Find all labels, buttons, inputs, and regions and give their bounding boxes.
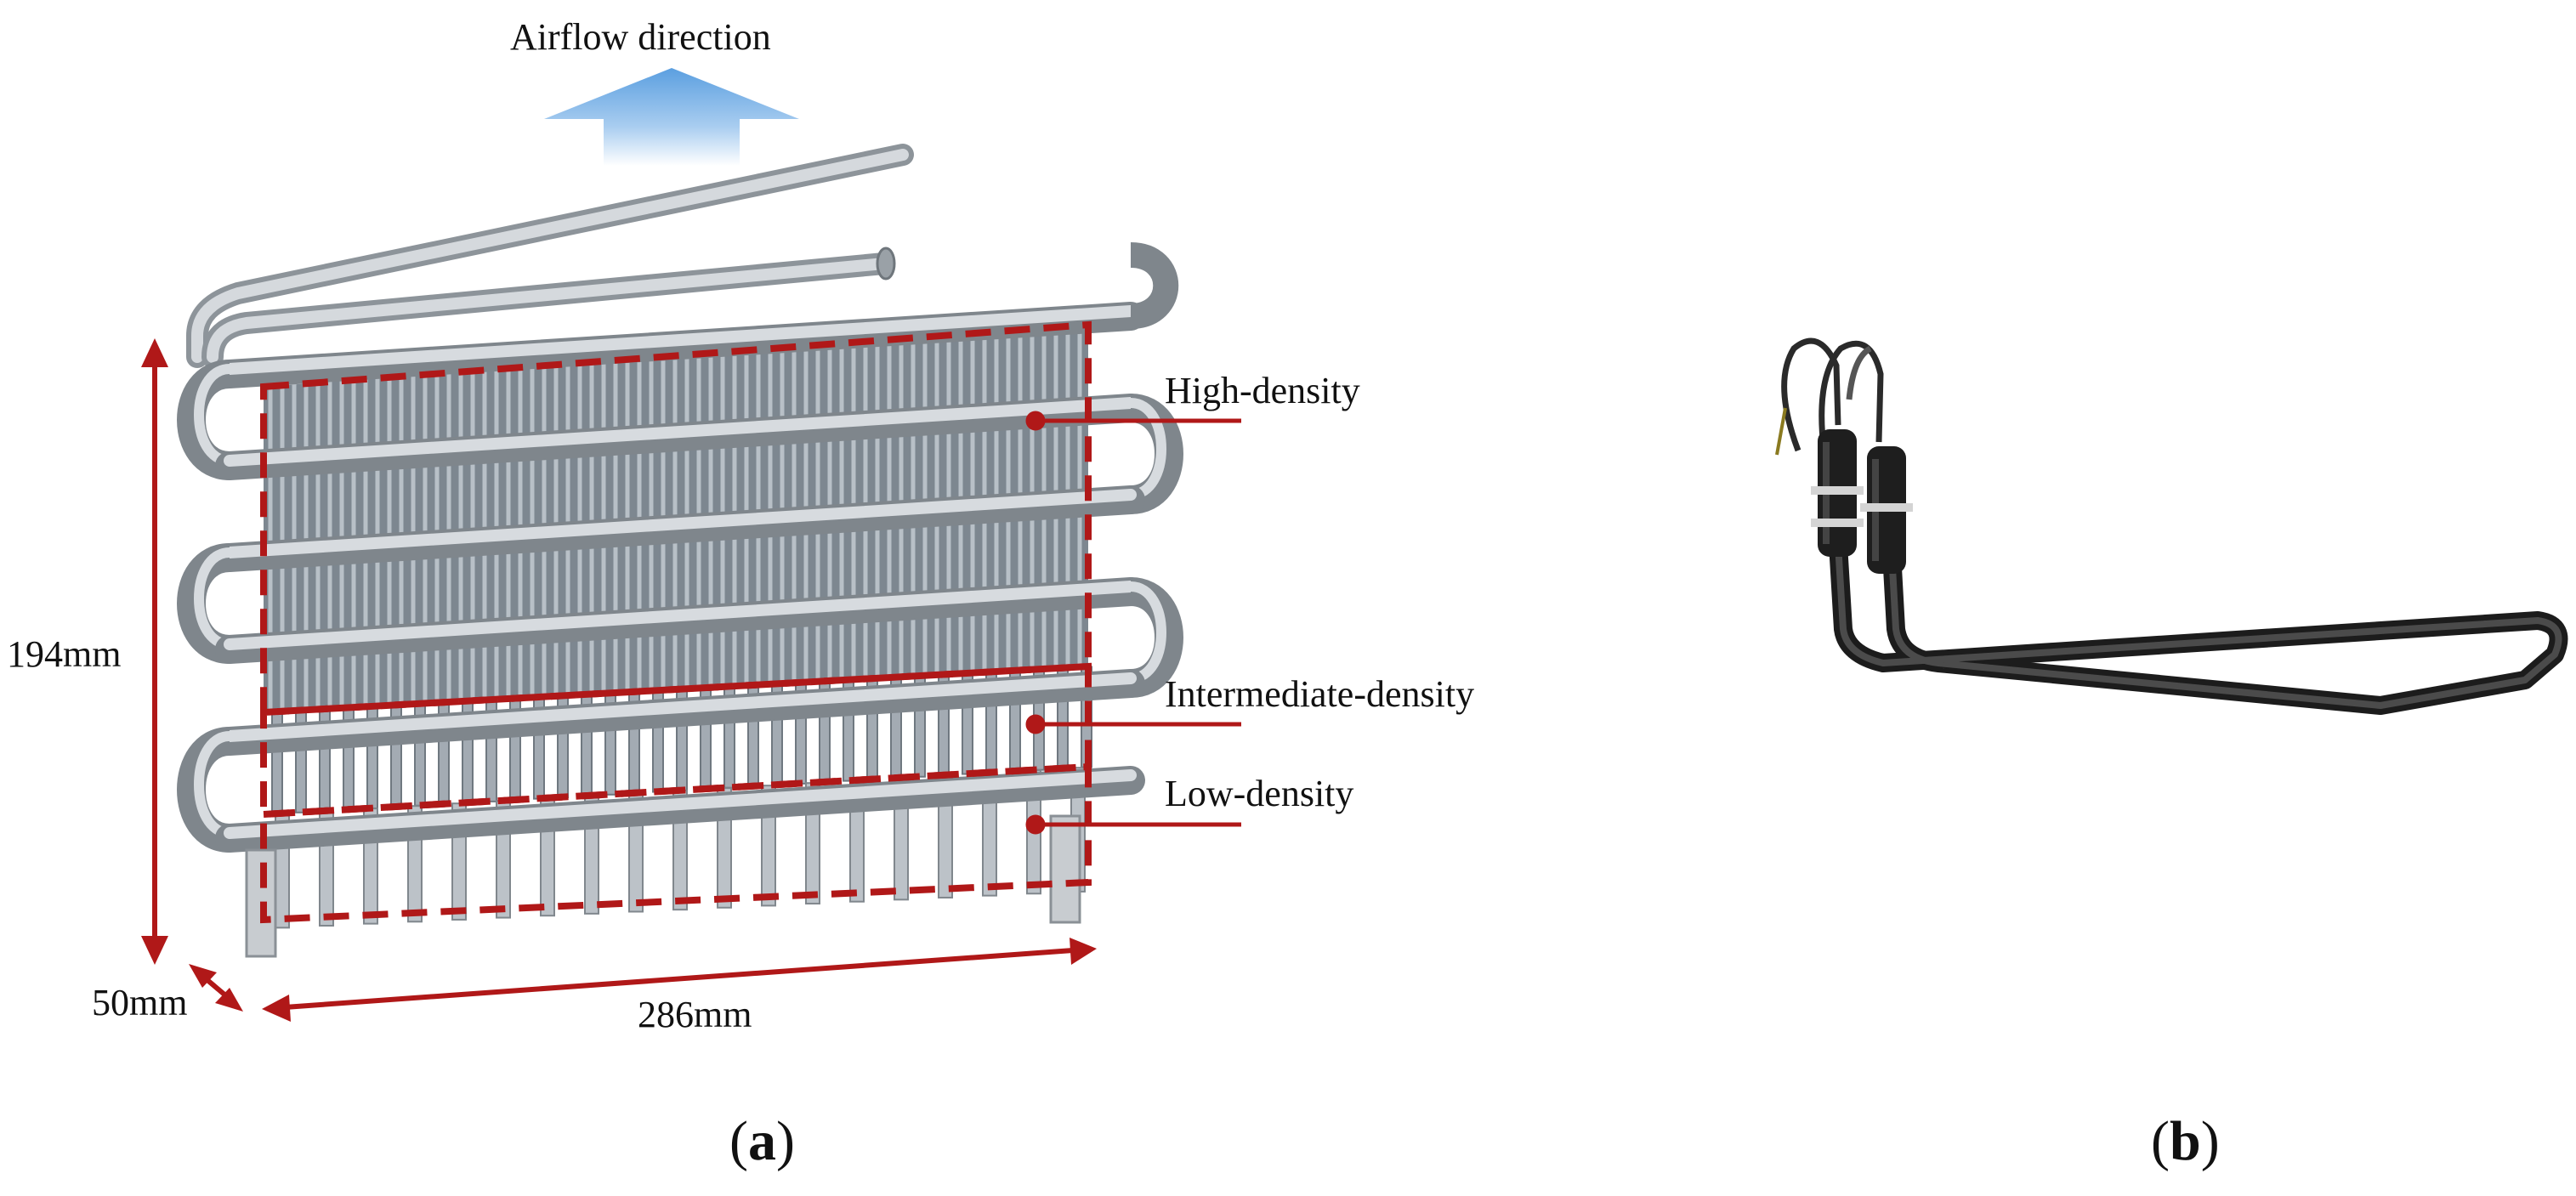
leader-dot-intermediate bbox=[1025, 714, 1046, 734]
panel-label-b: (b) bbox=[2151, 1110, 2220, 1172]
refrigerant-pipes bbox=[186, 144, 914, 368]
tube-row-highlight bbox=[224, 489, 1137, 558]
leader-dot-high bbox=[1025, 411, 1046, 431]
heater-wire-lead bbox=[1775, 407, 1787, 456]
zone-label-low-density: Low-density bbox=[1165, 773, 1354, 814]
width-arrowhead-right bbox=[1070, 938, 1097, 965]
depth-arrowhead-bottom bbox=[215, 988, 243, 1012]
tube-row-highlight bbox=[224, 581, 1137, 650]
tube-row-highlight bbox=[224, 305, 1137, 375]
mounting-brackets bbox=[245, 814, 1081, 958]
depth-dimension-label: 50mm bbox=[92, 982, 188, 1023]
airflow-arrow-icon bbox=[544, 68, 799, 166]
zone-label-intermediate-density: Intermediate-density bbox=[1165, 673, 1475, 715]
height-dimension-label: 194mm bbox=[7, 633, 122, 675]
defrost-heater-drawing bbox=[1775, 337, 2568, 715]
height-arrowhead-top bbox=[141, 338, 168, 367]
tube-row-highlight bbox=[224, 397, 1137, 467]
tube-row-highlight bbox=[224, 672, 1137, 742]
heater-lead-loops bbox=[1781, 337, 1884, 477]
zone-outline-low bbox=[260, 762, 1092, 924]
heater-terminal-sleeves bbox=[1811, 429, 1913, 574]
zone-outline-high bbox=[260, 320, 1092, 717]
heater-element bbox=[1829, 535, 2568, 715]
u-bend-left-highlight bbox=[194, 731, 230, 838]
dimension-arrows bbox=[141, 338, 1097, 1022]
zone-outline-intermediate bbox=[260, 662, 1092, 819]
u-bend-right-highlight bbox=[1130, 398, 1166, 500]
evaporator-drawing bbox=[177, 144, 1183, 958]
width-dimension-label: 286mm bbox=[638, 994, 752, 1035]
u-bend-left-highlight bbox=[194, 364, 230, 466]
u-bend-right-highlight bbox=[1130, 581, 1166, 683]
airflow-direction-label: Airflow direction bbox=[510, 16, 771, 58]
tube-rows bbox=[177, 242, 1183, 853]
tube-row-highlight bbox=[224, 769, 1137, 839]
leader-dot-low bbox=[1025, 814, 1046, 835]
panel-label-a: (a) bbox=[729, 1110, 795, 1172]
height-arrowhead-bottom bbox=[141, 936, 168, 965]
width-dimension-line bbox=[284, 948, 1074, 1010]
zone-leader-lines bbox=[1025, 411, 1241, 835]
u-bend-left-highlight bbox=[194, 547, 230, 649]
zone-outlines bbox=[260, 320, 1092, 924]
u-bend-top-right bbox=[1129, 242, 1179, 329]
width-arrowhead-left bbox=[262, 995, 291, 1022]
depth-arrowhead-top bbox=[189, 964, 217, 988]
zone-label-high-density: High-density bbox=[1165, 370, 1360, 411]
